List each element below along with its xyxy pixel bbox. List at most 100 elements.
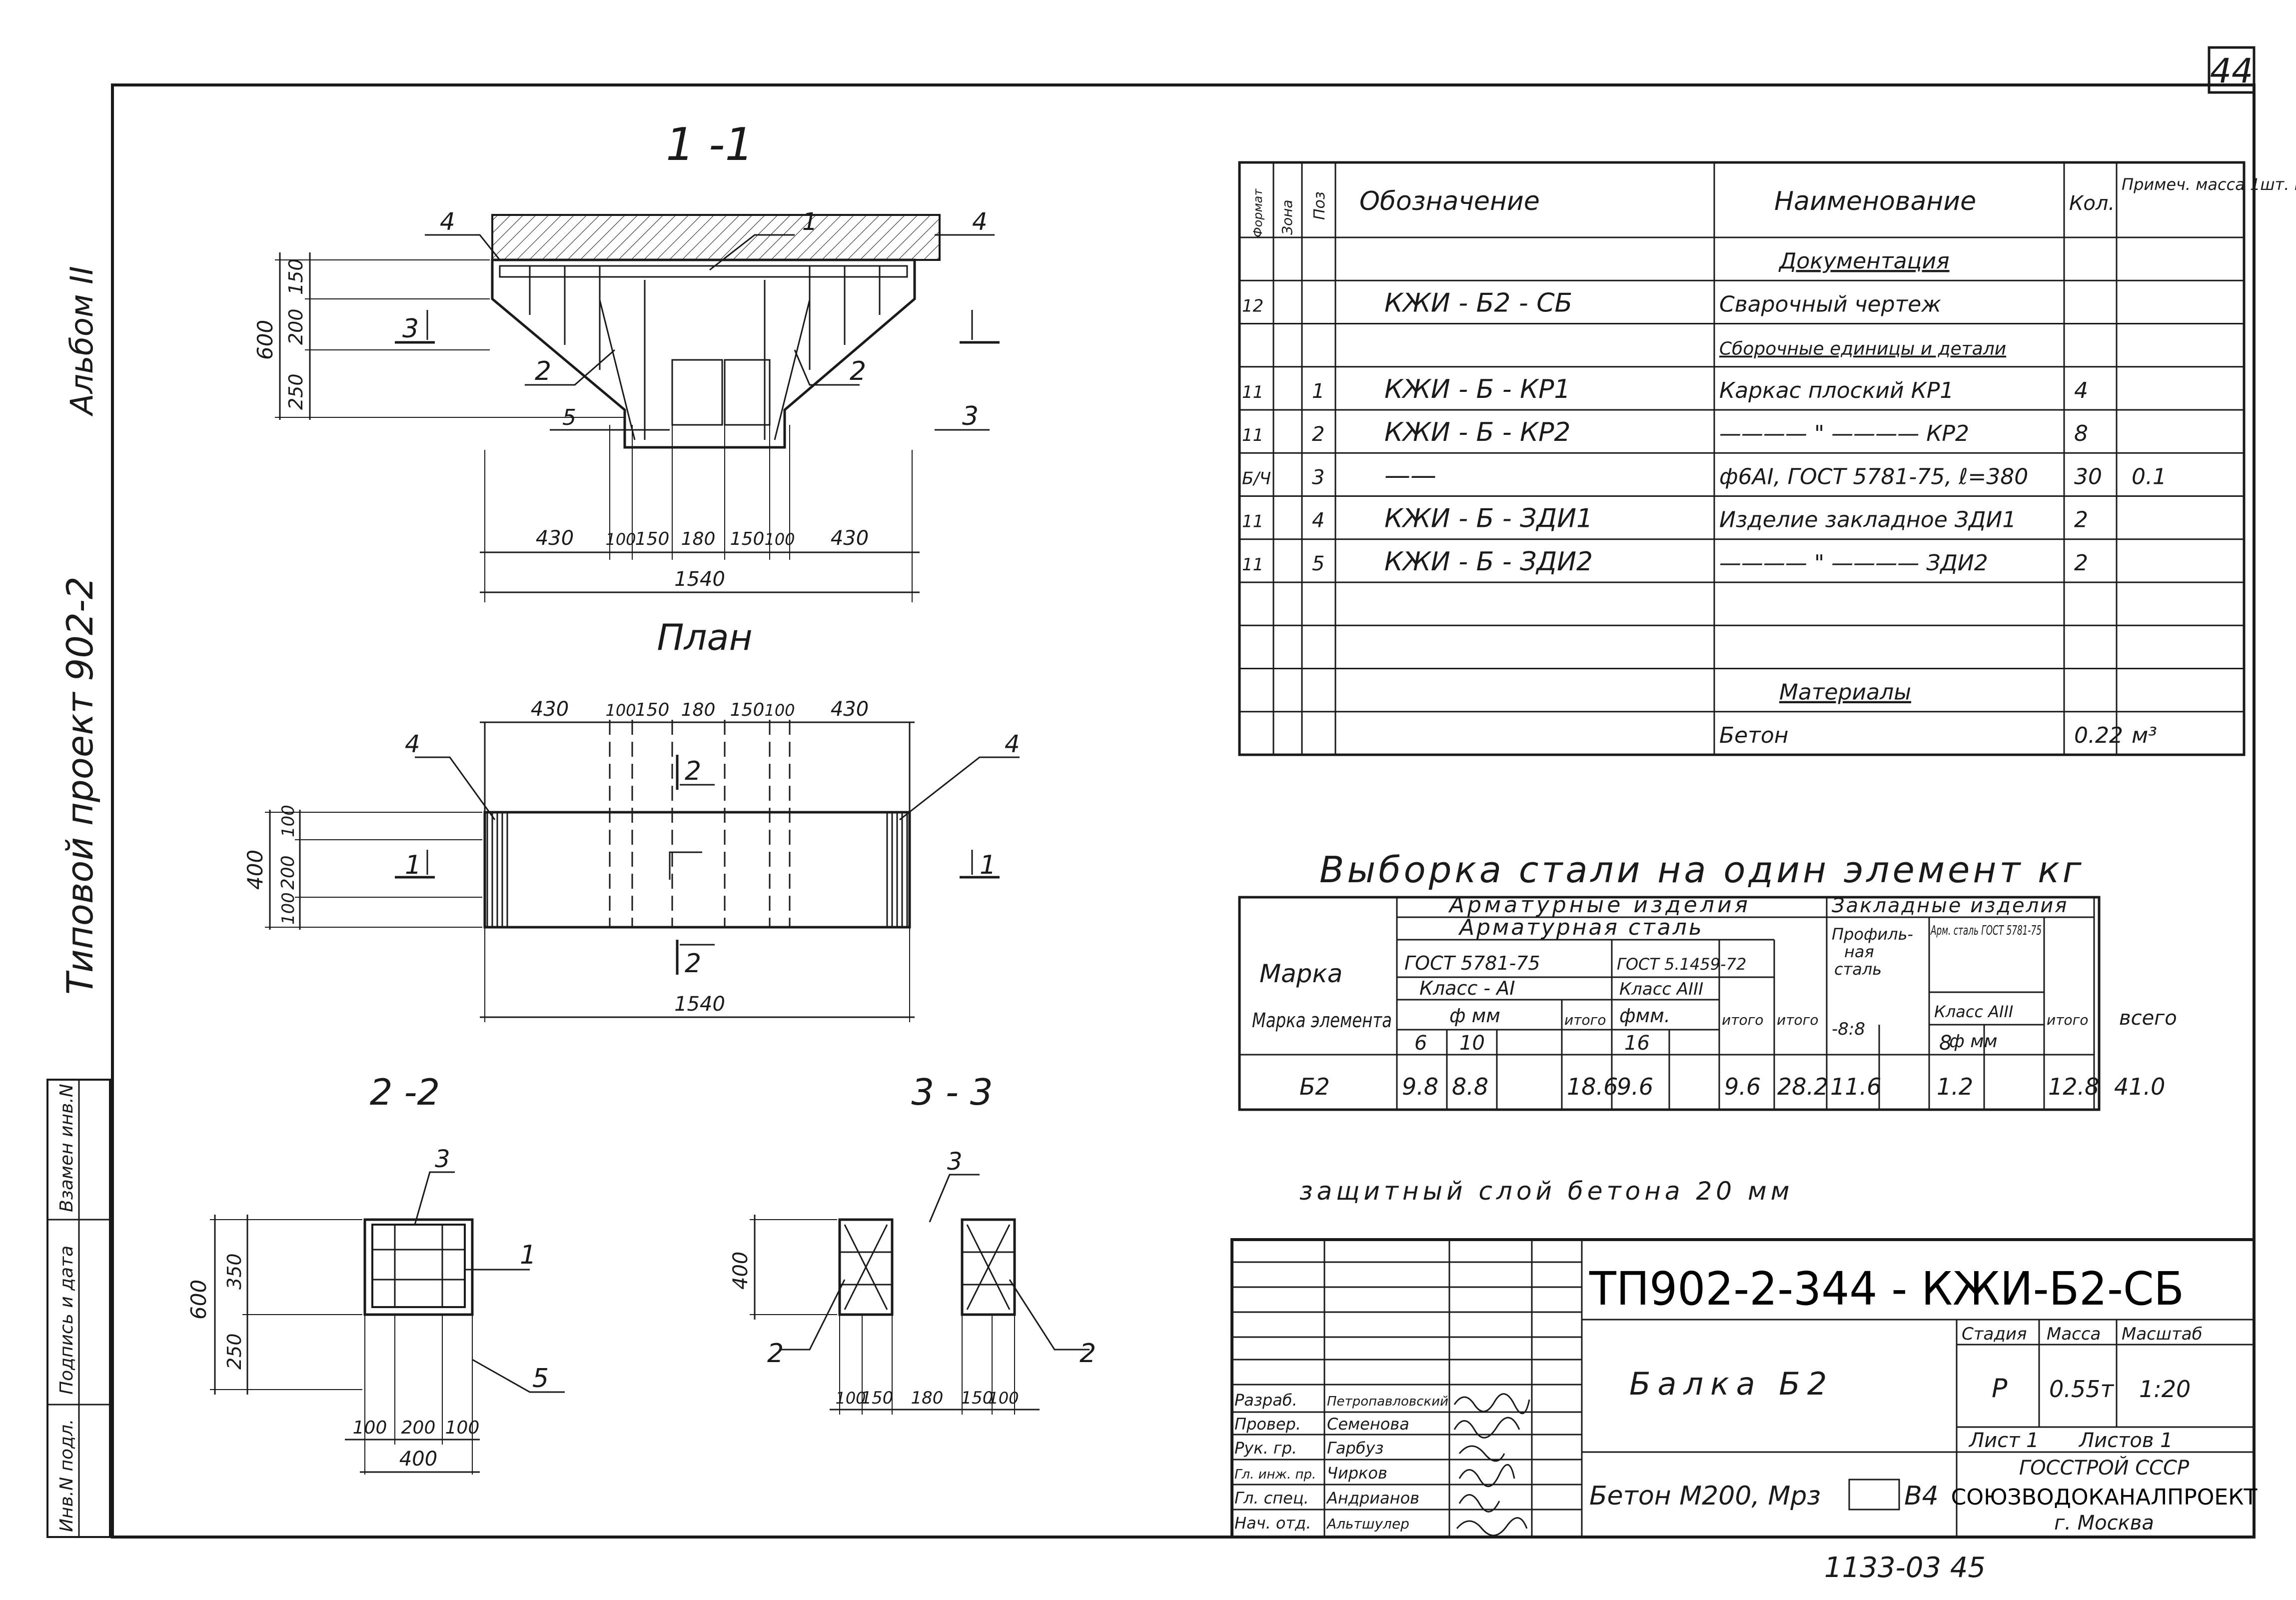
steel-h-mark-1: Марка [1259,959,1342,988]
stamp-replace: Взамен инв.N [56,1084,77,1212]
spec-cell-note: 0.1 [2132,464,2167,489]
steel-h-profile-3: сталь [1834,960,1882,979]
steel-a1-6: 9.8 [1402,1073,1438,1100]
spec-table: Формат Зона Поз Обозначение Наименование… [1238,161,2296,756]
steel-profile: 11.6 [1830,1073,1881,1100]
steel-h-armature-items: Арматурные изделия [1448,892,1751,918]
tb-org2: СОЮЗВОДОКАНАЛПРОЕКТ [1951,1485,2258,1510]
spec-h-note: Примеч. масса 1шт. кг [2122,175,2296,194]
steel-emb-total: 12.8 [2048,1073,2099,1100]
tb-stage-label: Стадия [1962,1324,2027,1344]
tb-frost-box [1848,1479,1900,1511]
section-2-2: 2 -2 100 200 100 400 600 350 250 3 1 5 [186,1071,565,1475]
steel-h-itogo-3: итого [1777,1012,1818,1028]
steel-h-profile-2: ная [1844,942,1874,961]
plan-callout-4b: 4 [1005,730,1020,758]
steel-a3-total: 9.6 [1724,1073,1761,1100]
spec-h-pos: Поз [1311,191,1328,220]
spec-cell-designation: —— [1384,460,1436,490]
spec-cell-pos: 5 [1312,552,1324,575]
tb-org1: ГОССТРОЙ СССР [2019,1456,2190,1480]
steel-h-profile-1: Профиль- [1832,925,1913,944]
spec-cell-qty: 0.22 [2074,723,2123,748]
steel-a3-16: 9.6 [1617,1073,1653,1100]
tb-name-4: Андрианов [1326,1489,1419,1508]
steel-h-embedded: Закладные изделия [1832,894,2068,917]
plan-cut-1a: 1 [405,850,421,880]
steel-h-armature-steel: Арматурная сталь [1458,915,1704,940]
steel-arm-total: 28.2 [1777,1073,1828,1100]
s22-callout-3: 3 [435,1145,450,1173]
plan-cut-1b: 1 [980,850,996,880]
spec-cell-qty: 4 [2074,378,2088,403]
s33-callout-3: 3 [947,1148,963,1176]
s11-total: 1540 [674,568,725,591]
spec-h-format: Формат [1251,188,1265,237]
spec-cell-designation: КЖИ - Б - ЗДИ1 [1384,504,1593,534]
s11-height-200: 200 [285,308,307,345]
s22-w-200: 200 [401,1418,436,1438]
tb-mass: 0.55т [2049,1376,2114,1403]
tb-role-0: Разраб. [1234,1391,1297,1410]
s33-callout-2b: 2 [1080,1339,1096,1369]
s11-callout-1: 1 [802,208,818,236]
spec-cell-note: м³ [2132,723,2157,748]
tb-sheets: Листов 1 [2078,1429,2173,1452]
steel-dia-8: 8 [1939,1032,1952,1055]
tb-role-4: Гл. спец. [1234,1489,1309,1508]
s11-w-430a: 430 [536,527,574,550]
plan-callout-4a: 4 [405,730,420,758]
s11-w-430b: 430 [831,527,869,550]
spec-cell-designation: КЖИ - Б - КР2 [1384,417,1571,447]
section-3-3-title: 3 - 3 [911,1071,993,1113]
tb-role-3: Гл. инж. пр. [1234,1467,1316,1482]
steel-h-itogo-2: итого [1722,1012,1763,1028]
tb-name-2: Гарбуз [1327,1439,1383,1458]
tb-material-suffix: В4 [1904,1481,1939,1511]
steel-data-row: Б2 9.8 8.8 18.6 9.6 9.6 28.2 11.6 1.2 12… [1299,1073,2165,1100]
spec-h-designation: Обозначение [1359,186,1540,216]
s22-callout-5: 5 [532,1364,549,1394]
spec-cell-qty: 30 [2074,464,2102,489]
steel-h-gost-5-1459: ГОСТ 5.1459-72 [1617,955,1746,974]
spec-cell-designation: КЖИ - Б2 - СБ [1384,288,1572,318]
tb-scale-label: Масштаб [2122,1324,2203,1344]
tb-name-0: Петропавловский [1327,1394,1448,1409]
plan-w-100a: 100 [605,701,636,720]
s11-callout-4a: 4 [440,208,455,236]
s11-callout-2a: 2 [535,356,551,386]
concrete-cover-note: защитный слой бетона 20 мм [1299,1177,1793,1206]
spec-cell-format: 12 [1242,296,1263,316]
stamp-sign: Подпись и дата [56,1246,77,1395]
tb-name-3: Чирков [1327,1464,1387,1483]
spec-cell-name: Материалы [1779,680,1911,705]
signatures [1453,1393,1530,1537]
plan-height-200: 200 [278,855,298,890]
tb-sheet: Лист 1 [1968,1429,2039,1452]
spec-cell-qty: 8 [2074,421,2088,446]
s22-height-250: 250 [223,1333,245,1370]
tb-role-1: Провер. [1234,1415,1301,1434]
steel-h-gost-5781: ГОСТ 5781-75 [1404,952,1540,974]
tb-name-1: Семенова [1327,1415,1409,1434]
tb-role-2: Рук. гр. [1234,1439,1297,1458]
plan-height-100b: 100 [278,892,298,925]
spec-cell-name: Изделие закладное ЗДИ1 [1719,507,2016,533]
title-block: ТП902-2-344 - КЖИ-Б2-СБ Балка Б2 Бетон М… [1230,1238,2258,1539]
plan-w-100b: 100 [764,701,795,720]
steel-h-class-a1: Класс - АI [1419,977,1515,999]
s33-callout-2a: 2 [767,1339,784,1369]
s22-callout-1: 1 [520,1240,536,1270]
steel-dia-10: 10 [1459,1032,1485,1055]
section-2-2-title: 2 -2 [370,1071,440,1113]
s33-height: 400 [729,1252,752,1290]
s11-height-150: 150 [285,258,307,295]
s11-cut-3a: 3 [402,314,419,344]
s11-callout-4b: 4 [972,208,988,236]
tb-role-5: Нач. отд. [1234,1514,1311,1533]
plan-cut-2b: 2 [685,949,701,979]
plan-total: 1540 [674,993,725,1016]
plan-title: План [657,616,752,658]
spec-cell-format: 11 [1242,425,1263,445]
